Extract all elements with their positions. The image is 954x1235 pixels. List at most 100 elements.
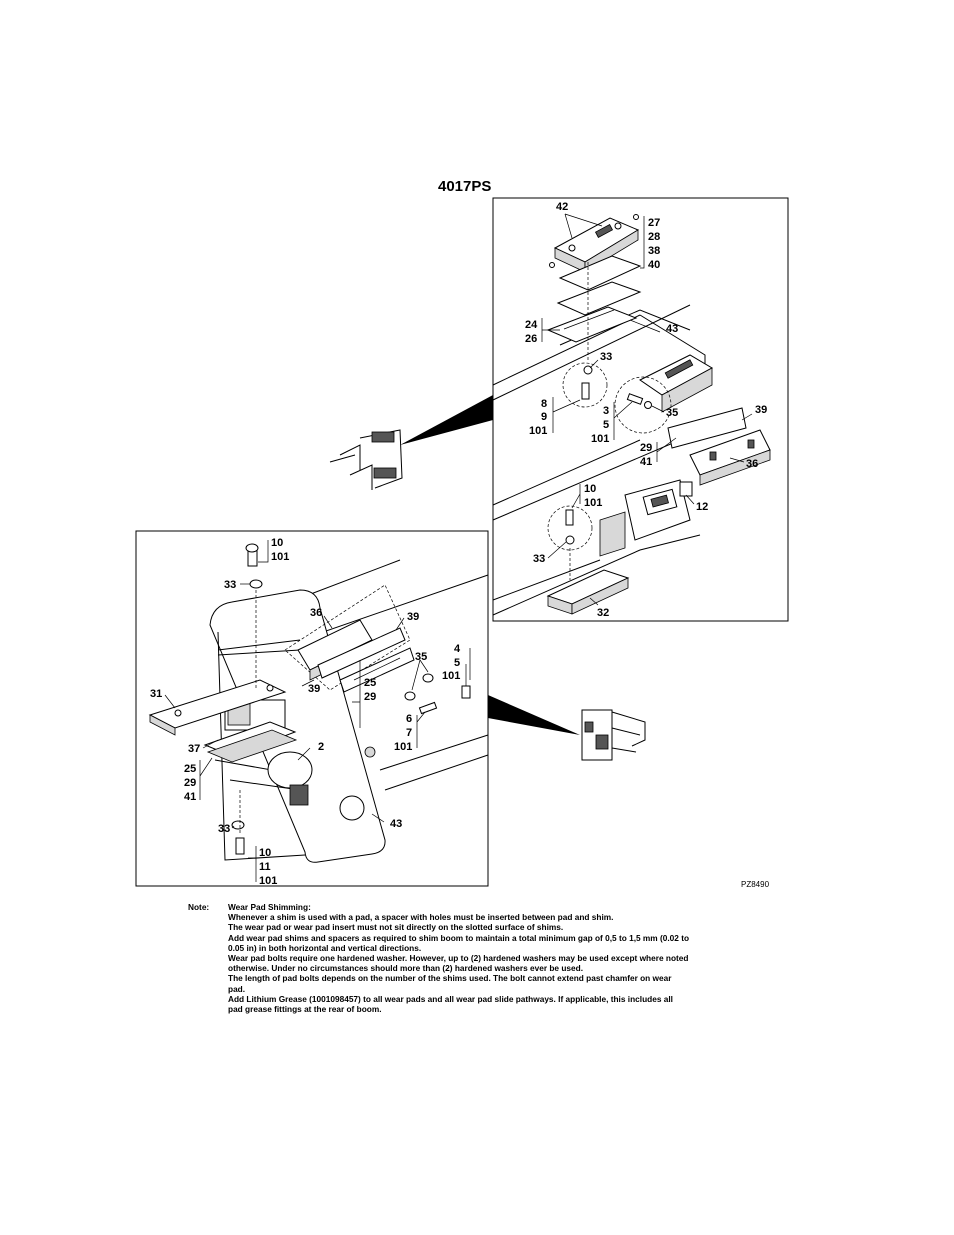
callout-41-lower: 41: [184, 791, 196, 803]
shim-25: [206, 729, 298, 763]
callout-10-bottom: 10: [259, 847, 271, 859]
inner-frame: [214, 639, 301, 791]
callout-35: 35: [666, 407, 678, 419]
leader-27-40: [640, 216, 645, 269]
pad-insert-2: [747, 439, 755, 449]
note-line: Wear pad bolts require one hardened wash…: [228, 953, 689, 964]
leader-43: [629, 319, 661, 333]
washer-lower: [565, 535, 575, 545]
callout-43-lower: 43: [390, 818, 402, 830]
shim-plate-2: [556, 281, 642, 316]
leader-37: [202, 739, 219, 749]
leader-10-101-top: [258, 540, 269, 563]
callout-2: 2: [318, 741, 324, 753]
leader-39: [741, 413, 753, 421]
boom-edges: [294, 559, 489, 791]
callout-10-top: 10: [271, 537, 283, 549]
callout-101-c: 101: [584, 497, 602, 509]
callout-32: 32: [597, 607, 609, 619]
callout-33-lower-bottom: 33: [218, 823, 230, 835]
callout-27: 27: [648, 217, 660, 229]
leader-33b: [547, 541, 567, 559]
callout-25-left: 25: [184, 763, 196, 775]
bolt-lower: [565, 509, 574, 526]
wear-pad-32-side: [571, 577, 629, 615]
locator-thumbnail-lower: [488, 695, 646, 761]
shim-plate-1: [558, 255, 642, 291]
leader-10-101: [571, 484, 581, 509]
leader-35-lower: [411, 659, 429, 691]
page-title: 4017PS: [438, 178, 492, 195]
bolt-4-5: [461, 685, 471, 699]
leader-36-lower: [323, 615, 333, 629]
callout-33-lower-top: 33: [224, 579, 236, 591]
callout-10: 10: [584, 483, 596, 495]
callout-12: 12: [696, 501, 708, 513]
detail-circle-3: [547, 505, 593, 551]
callout-39: 39: [755, 404, 767, 416]
leader-39-bottom: [301, 679, 315, 687]
callout-9: 9: [541, 411, 547, 423]
callout-7: 7: [406, 727, 412, 739]
leader-12: [685, 494, 695, 505]
head-plate-43: [209, 589, 386, 863]
leader-10-11-101: [248, 846, 257, 882]
leader-33-bottom: [231, 825, 235, 829]
note-line: The wear pad or wear pad insert must not…: [228, 922, 564, 933]
leader-43-lower: [371, 813, 385, 823]
callout-36-lower: 36: [310, 607, 322, 619]
leader-25-29-mid: [352, 660, 361, 728]
leader-42: [564, 213, 603, 239]
callout-40: 40: [648, 259, 660, 271]
leader-39-top: [395, 617, 405, 631]
callout-101-lower-c: 101: [394, 741, 412, 753]
callout-5: 5: [603, 419, 609, 431]
leader-31: [164, 694, 176, 709]
leader-29-41: [656, 437, 677, 462]
leader-2: [297, 747, 311, 761]
figure-reference: PZ8490: [741, 880, 770, 889]
bracket-assembly: [599, 479, 693, 557]
callout-101-b: 101: [591, 433, 609, 445]
pad-31-hole-2: [266, 684, 274, 692]
detail-circle-1: [562, 362, 608, 408]
leader-3-101: [613, 401, 633, 440]
locator-pointer-lower: [488, 695, 580, 735]
note-line: The length of pad bolts depends on the n…: [228, 973, 672, 984]
note-line: 0.05 in) in both horizontal and vertical…: [228, 942, 422, 953]
note-line: Whenever a shim is used with a pad, a sp…: [228, 912, 614, 923]
note-line: Add wear pad shims and spacers as requir…: [228, 932, 690, 943]
callout-101-lower-b: 101: [442, 670, 460, 682]
callout-5-lower: 5: [454, 657, 460, 669]
leader-32: [589, 597, 599, 606]
side-shim-39: [667, 407, 747, 449]
wear-pad-31-end: [149, 714, 176, 736]
detail-circle-2: [614, 376, 672, 434]
leader-36: [729, 457, 745, 463]
callout-33-bottom: 33: [533, 553, 545, 565]
note-line: otherwise. Under no circumstances should…: [228, 963, 584, 974]
slotted-shim-25: [339, 647, 415, 693]
locator-thumbnail-upper: [329, 395, 493, 490]
leader-33a: [589, 359, 599, 369]
callout-3: 3: [603, 405, 609, 417]
note-body: Wear Pad Shimming: Whenever a shim is us…: [228, 902, 748, 1014]
head-plate-hole: [339, 795, 365, 821]
callout-25-mid: 25: [364, 677, 376, 689]
leader-24-26: [541, 318, 560, 342]
callout-101-a: 101: [529, 425, 547, 437]
bolt: [581, 382, 590, 400]
callout-31: 31: [150, 688, 162, 700]
upper-detail-view: 42 27 28 38 40 24 26 43 33 8 9 101 3 5 1…: [492, 197, 789, 622]
callout-39-lower-bottom: 39: [308, 683, 320, 695]
leader-4-101: [465, 648, 471, 686]
callout-26: 26: [525, 333, 537, 345]
callout-8: 8: [541, 398, 547, 410]
note-line: pad.: [228, 983, 246, 994]
leader-35: [651, 405, 665, 413]
callout-101-lower-d: 101: [259, 875, 277, 887]
callout-35-lower: 35: [415, 651, 427, 663]
note-label: Note:: [188, 902, 210, 912]
callout-29: 29: [640, 442, 652, 454]
